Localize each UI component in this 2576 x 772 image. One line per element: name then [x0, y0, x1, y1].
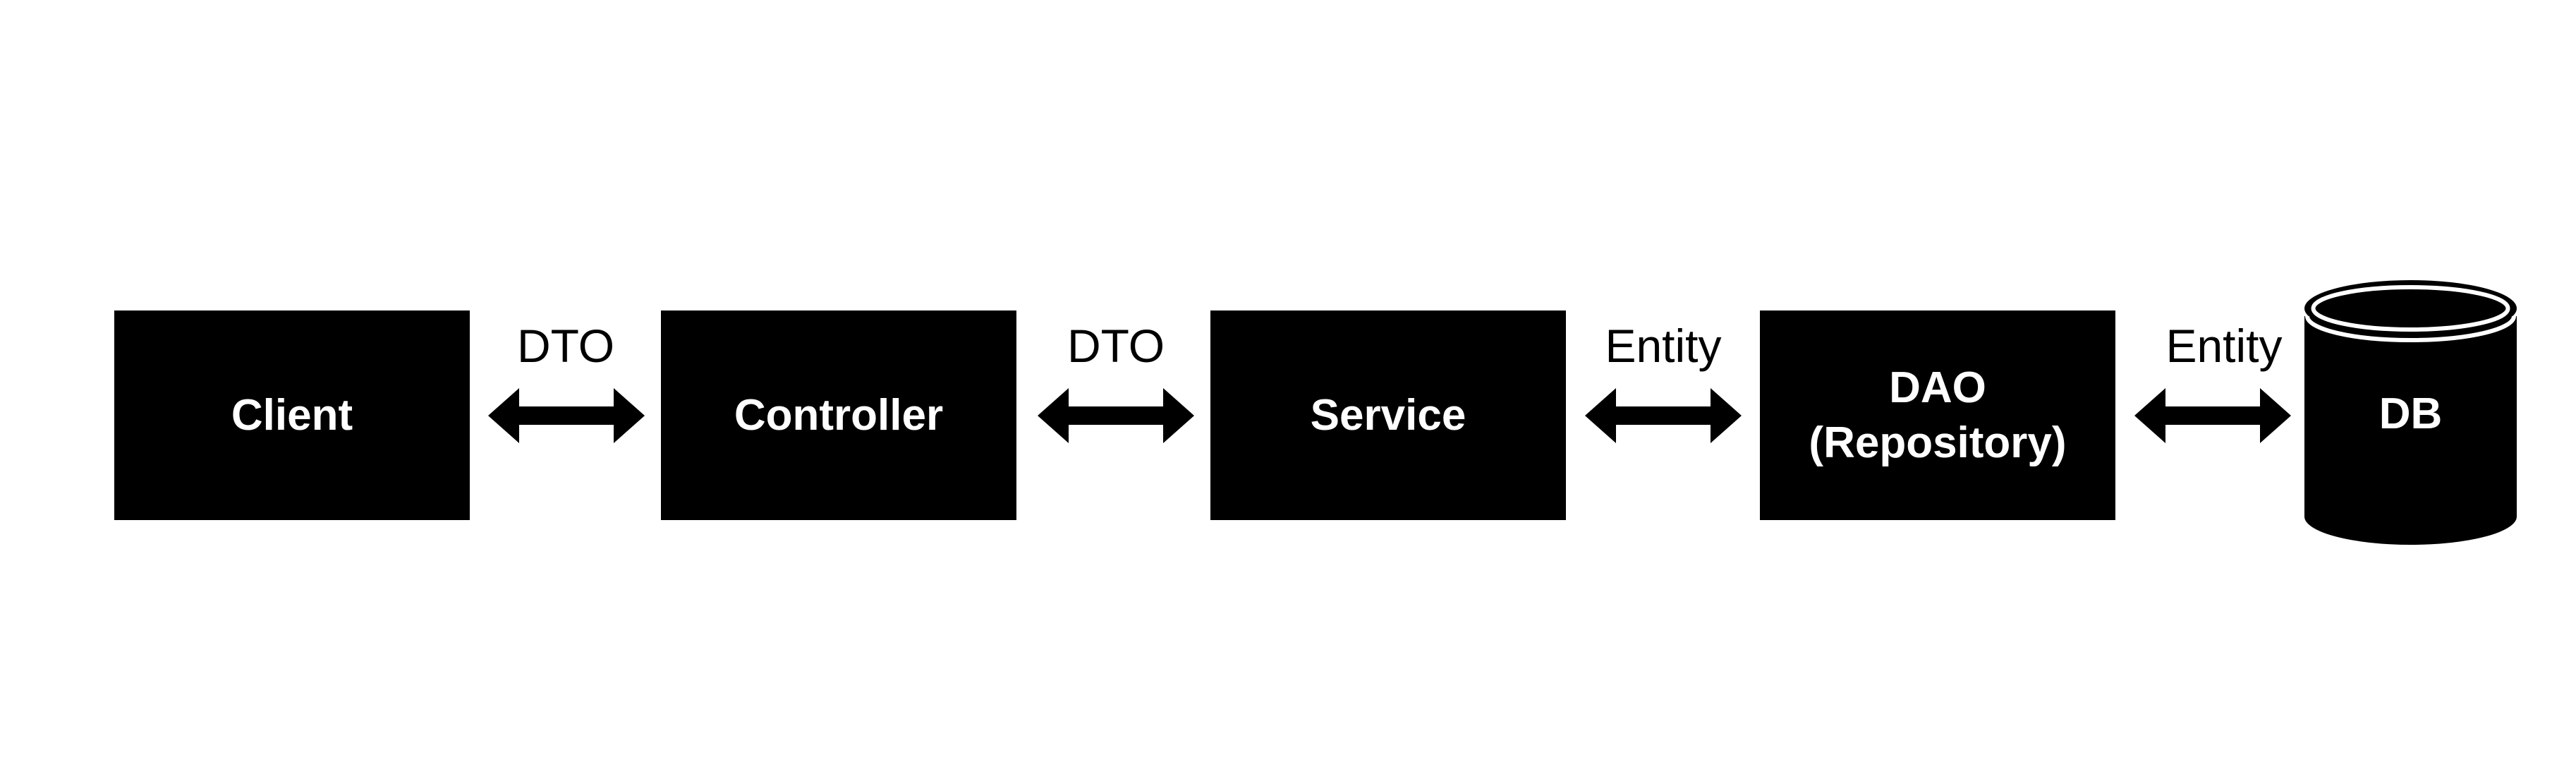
double-arrow-icon: [1585, 388, 1742, 443]
edge-label-client-controller: DTO: [516, 320, 615, 372]
controller-label: Controller: [734, 390, 944, 440]
dao-box: DAO (Repository): [1760, 310, 2115, 520]
double-arrow-icon: [2134, 388, 2291, 443]
double-arrow-icon: [1038, 388, 1194, 443]
service-box: Service: [1210, 310, 1566, 520]
controller-box: Controller: [661, 310, 1016, 520]
edge-label-dao-db: Entity: [2165, 320, 2283, 372]
database-cylinder-icon: [2304, 280, 2517, 545]
edge-label-service-dao: Entity: [1605, 320, 1722, 372]
client-box: Client: [114, 310, 470, 520]
edge-label-controller-service: DTO: [1067, 320, 1165, 372]
dao-label: DAO (Repository): [1809, 361, 2066, 471]
db-label: DB: [2378, 390, 2443, 438]
dao-label-line1: DAO: [1889, 363, 1986, 412]
dao-label-line2: (Repository): [1809, 418, 2067, 467]
service-label: Service: [1310, 390, 1466, 440]
client-label: Client: [231, 390, 353, 440]
double-arrow-icon: [488, 388, 645, 443]
